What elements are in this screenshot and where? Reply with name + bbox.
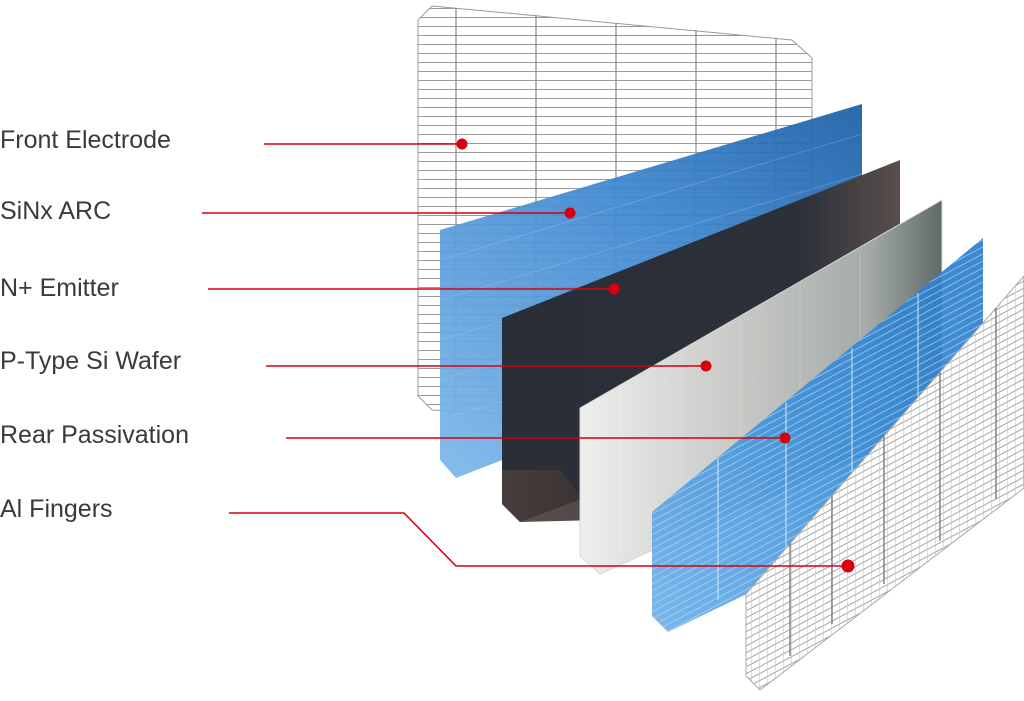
dot-front-electrode (456, 138, 468, 150)
label-al-fingers: Al Fingers (0, 495, 113, 523)
dot-n-emitter (608, 283, 620, 295)
label-rear-passivation: Rear Passivation (0, 421, 189, 449)
dot-rear-passivation (779, 432, 791, 444)
leader-dots (456, 138, 855, 573)
label-front-electrode: Front Electrode (0, 126, 171, 154)
dot-p-type-wafer (700, 360, 712, 372)
label-n-emitter: N+ Emitter (0, 274, 119, 302)
label-p-type-wafer: P-Type Si Wafer (0, 347, 182, 375)
dot-al-fingers (841, 559, 855, 573)
al-fingers-layer (745, 275, 1024, 691)
dot-sinx-arc (564, 207, 576, 219)
leader-al-fingers (229, 512, 848, 567)
leader-lines (202, 143, 848, 567)
label-sinx-arc: SiNx ARC (0, 197, 112, 225)
